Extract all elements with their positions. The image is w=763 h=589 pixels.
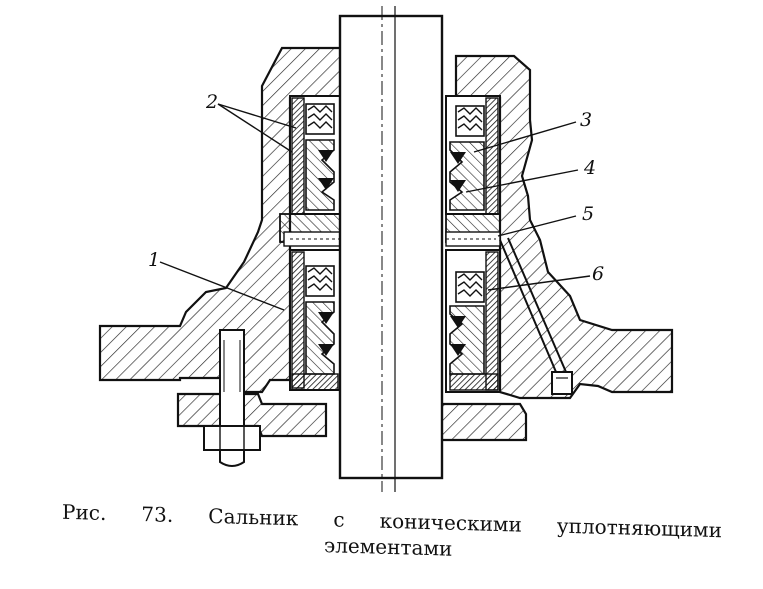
caption-word: 73. xyxy=(141,502,174,527)
seal-package-right-upper xyxy=(445,95,501,215)
caption-word: элементами xyxy=(324,533,453,561)
seal-package-left-upper xyxy=(289,95,341,215)
seal-package-left-lower xyxy=(289,249,341,391)
figure-caption: Рис. 73. Сальник с коническими уплотняющ… xyxy=(62,500,722,561)
label-2: 2 xyxy=(205,91,218,113)
caption-word: коническими xyxy=(379,508,522,537)
seal-package-right-lower xyxy=(445,249,501,393)
part-numbers: 2 3 4 5 6 1 xyxy=(148,91,604,285)
stuffing-box-drawing: 2 3 4 5 6 1 xyxy=(98,6,674,492)
label-5: 5 xyxy=(582,203,594,225)
label-1: 1 xyxy=(148,249,160,271)
lubrication-channel xyxy=(499,237,573,395)
bolt xyxy=(203,329,261,467)
shaft xyxy=(338,6,444,492)
caption-word: Рис. xyxy=(62,499,107,526)
caption-word: с xyxy=(333,507,345,532)
lantern-ring xyxy=(279,213,501,247)
label-3: 3 xyxy=(580,109,592,131)
caption-word: Сальник xyxy=(208,503,299,531)
label-4: 4 xyxy=(583,157,596,179)
leader-lines xyxy=(159,103,591,311)
label-6: 6 xyxy=(592,263,604,285)
